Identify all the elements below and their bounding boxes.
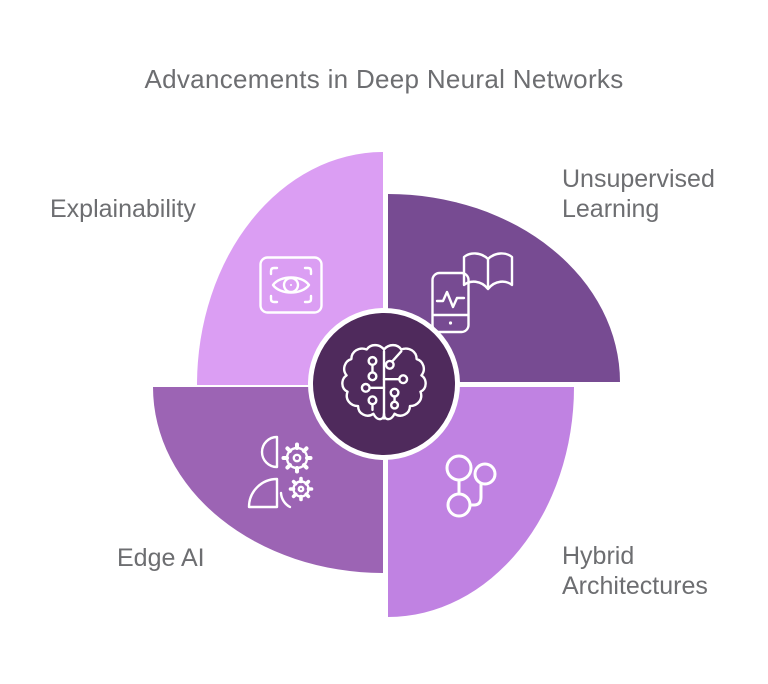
center-hub: [308, 308, 460, 460]
branch-nodes-icon: [438, 441, 504, 523]
sector-label-unsupervised-learning: Unsupervised Learning: [562, 165, 715, 223]
sector-label-hybrid-architectures: Hybrid Architectures: [562, 542, 708, 600]
brain-circuit-icon: [341, 343, 427, 421]
page-title: Advancements in Deep Neural Networks: [144, 64, 624, 94]
eye-scan-icon: [259, 256, 323, 314]
person-gears-icon: [244, 431, 318, 513]
sector-label-explainability: Explainability: [50, 195, 196, 223]
mobile-book-icon: [430, 249, 522, 335]
sector-label-edge-ai: Edge AI: [117, 544, 205, 572]
